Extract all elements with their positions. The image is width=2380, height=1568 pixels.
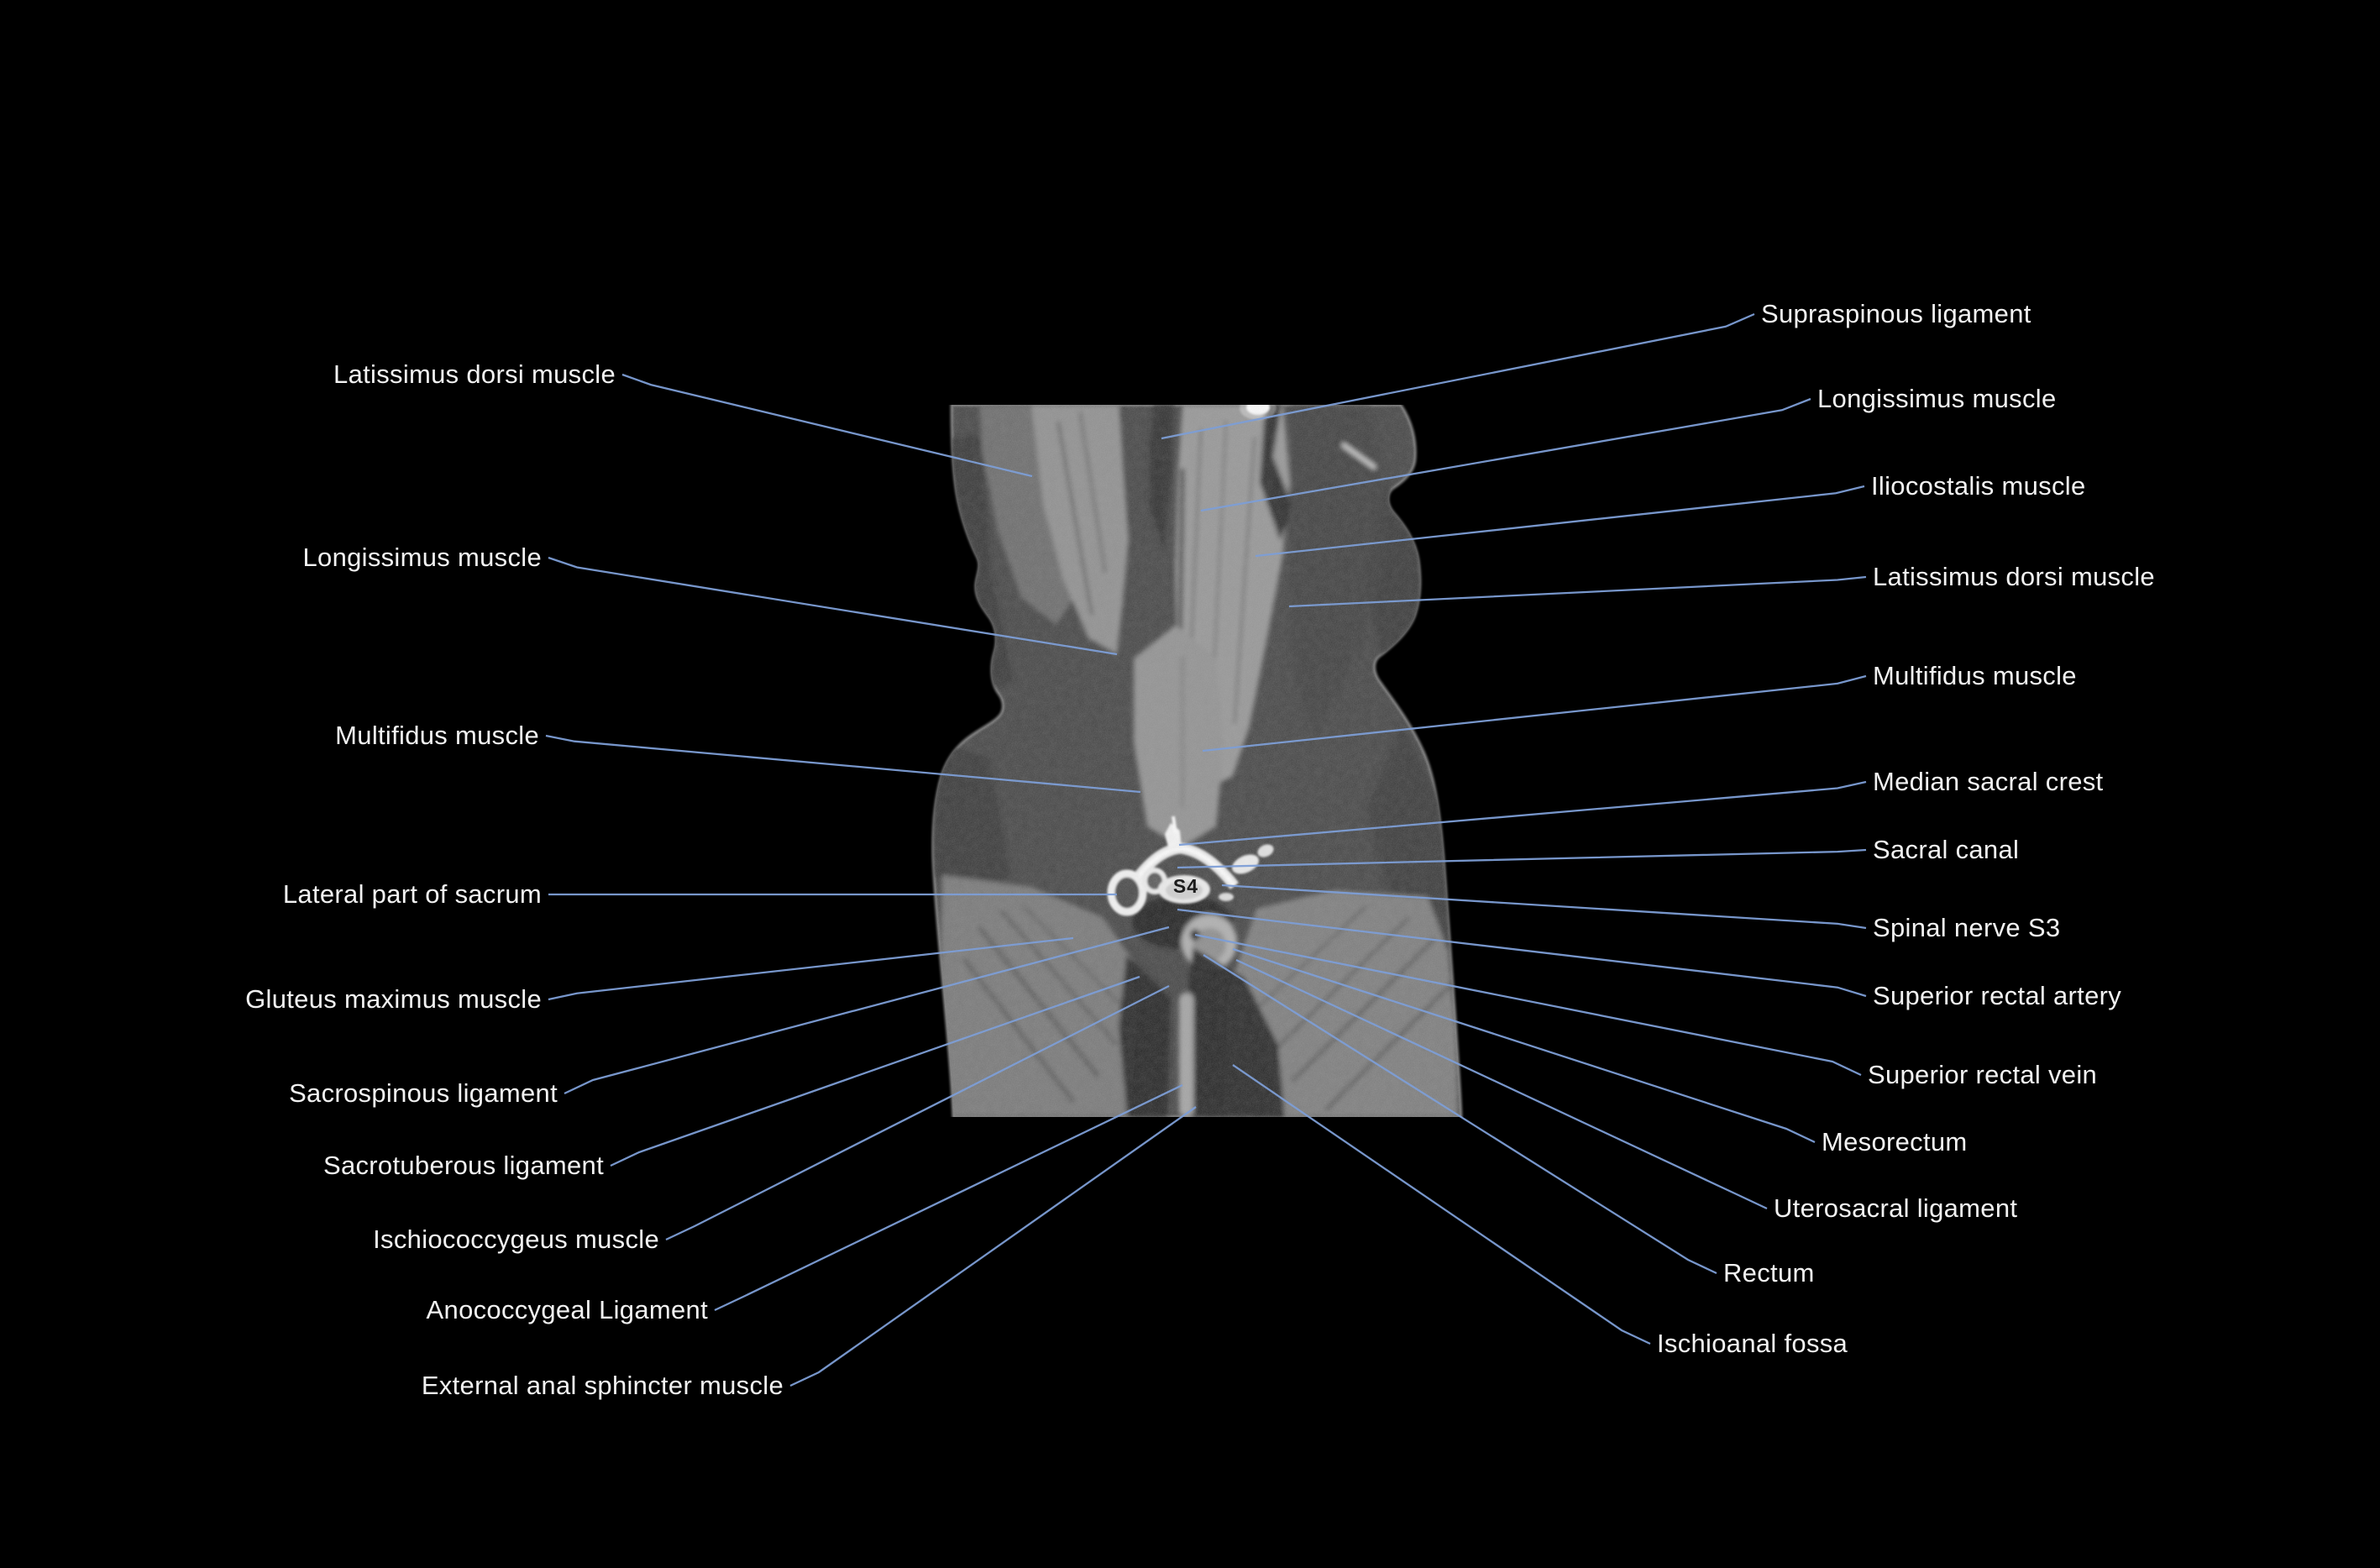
label-left-sacrotuberous-ligament: Sacrotuberous ligament <box>322 1151 604 1180</box>
label-right-mesorectum: Mesorectum <box>1822 1127 1968 1156</box>
label-left-latissimus-dorsi-muscle: Latissimus dorsi muscle <box>333 359 616 389</box>
label-left-lateral-part-of-sacrum: Lateral part of sacrum <box>282 879 542 909</box>
label-left-sacrospinous-ligament: Sacrospinous ligament <box>289 1078 558 1108</box>
label-left-gluteus-maximus-muscle: Gluteus maximus muscle <box>245 984 542 1014</box>
label-right-iliocostalis-muscle: Iliocostalis muscle <box>1871 471 2086 501</box>
label-right-superior-rectal-artery: Superior rectal artery <box>1873 981 2122 1010</box>
label-right-multifidus-muscle: Multifidus muscle <box>1873 661 2077 690</box>
label-left-longissimus-muscle: Longissimus muscle <box>302 543 542 572</box>
label-left-external-anal-sphincter-muscle: External anal sphincter muscle <box>421 1371 784 1400</box>
label-right-supraspinous-ligament: Supraspinous ligament <box>1761 299 2031 328</box>
leader-line-left-anococcygeal-ligament <box>714 1083 1183 1312</box>
s4-vertebra-marker: S4 <box>1172 875 1199 897</box>
leader-line-left-external-anal-sphincter-muscle <box>789 1106 1197 1387</box>
label-right-longissimus-muscle: Longissimus muscle <box>1817 384 2057 413</box>
label-right-spinal-nerve-s3: Spinal nerve S3 <box>1873 913 2061 942</box>
label-left-multifidus-muscle: Multifidus muscle <box>335 721 539 750</box>
label-right-median-sacral-crest: Median sacral crest <box>1873 767 2104 796</box>
label-right-uterosacral-ligament: Uterosacral ligament <box>1774 1193 2018 1223</box>
label-left-anococcygeal-ligament: Anococcygeal Ligament <box>426 1295 708 1324</box>
label-right-sacral-canal: Sacral canal <box>1873 835 2020 864</box>
label-right-rectum: Rectum <box>1723 1258 1815 1287</box>
ct-scan-image <box>931 405 1463 1117</box>
label-right-superior-rectal-vein: Superior rectal vein <box>1868 1060 2098 1089</box>
ct-scan: S4 <box>931 405 1476 1117</box>
label-left-ischiococcygeus-muscle: Ischiococcygeus muscle <box>373 1225 659 1254</box>
label-right-latissimus-dorsi-muscle: Latissimus dorsi muscle <box>1873 562 2155 591</box>
label-right-ischioanal-fossa: Ischioanal fossa <box>1657 1329 1848 1358</box>
